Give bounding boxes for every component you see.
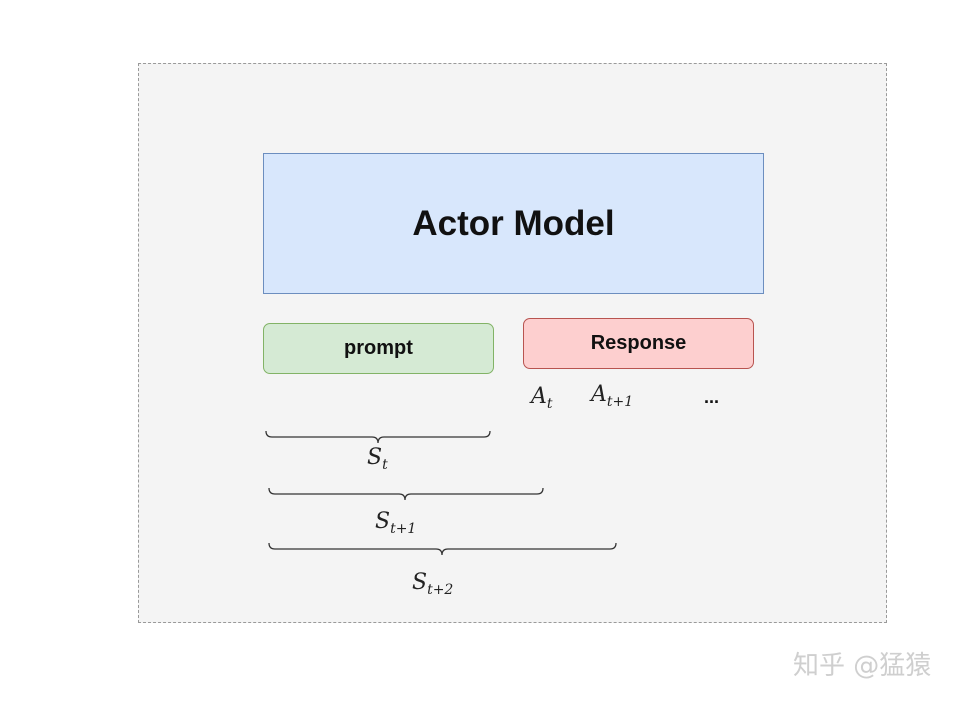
action-label-t-plus-1: At+1: [591, 382, 634, 410]
actor-model-label: Actor Model: [412, 203, 615, 243]
state-label-t-plus-2: St+2: [412, 570, 454, 598]
state-brace-t-plus-1: [268, 487, 544, 501]
state-brace-t-plus-2: [268, 542, 617, 556]
state-label-t: St: [367, 445, 388, 473]
prompt-box: prompt: [263, 323, 494, 374]
action-label-t: At: [531, 384, 553, 412]
response-label: Response: [590, 332, 687, 354]
prompt-label: prompt: [344, 337, 413, 359]
state-label-t-plus-1: St+1: [375, 509, 417, 537]
watermark: 知乎 @猛猿: [793, 651, 932, 681]
state-brace-t: [265, 430, 491, 444]
response-box: Response: [523, 318, 754, 369]
actor-model-box: Actor Model: [263, 153, 764, 294]
action-ellipsis: ...: [704, 387, 720, 407]
